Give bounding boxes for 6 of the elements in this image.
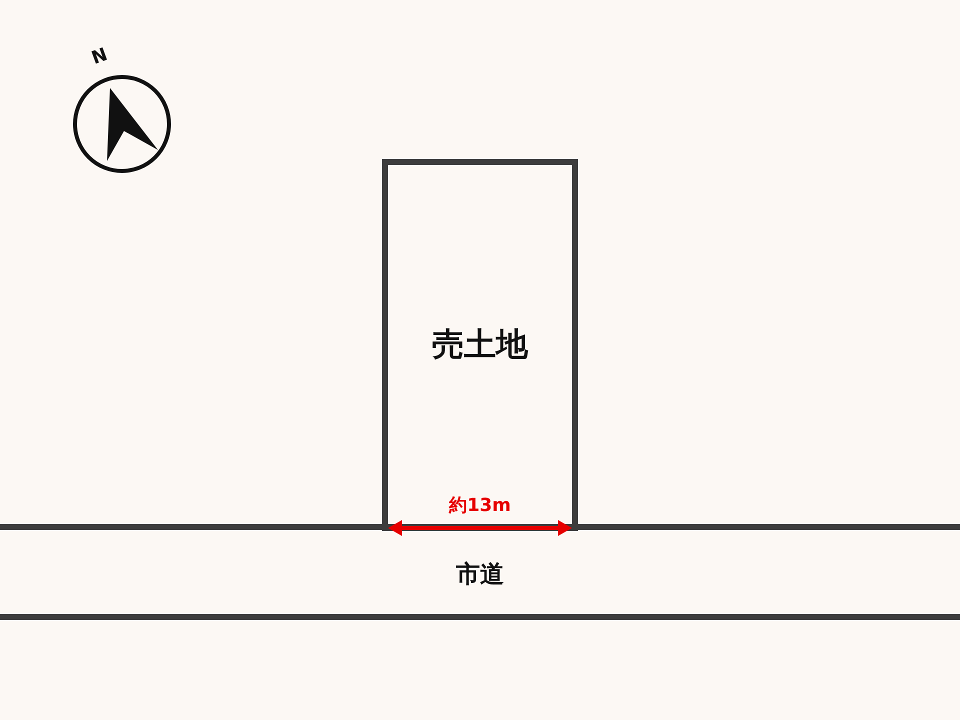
road-band xyxy=(0,524,960,620)
road-name: 市道 xyxy=(456,559,504,590)
land-lot-outline xyxy=(382,159,578,531)
north-label: N xyxy=(88,44,110,69)
dimension-label: 約13m xyxy=(448,494,512,517)
lot-label: 売土地 xyxy=(432,324,528,365)
